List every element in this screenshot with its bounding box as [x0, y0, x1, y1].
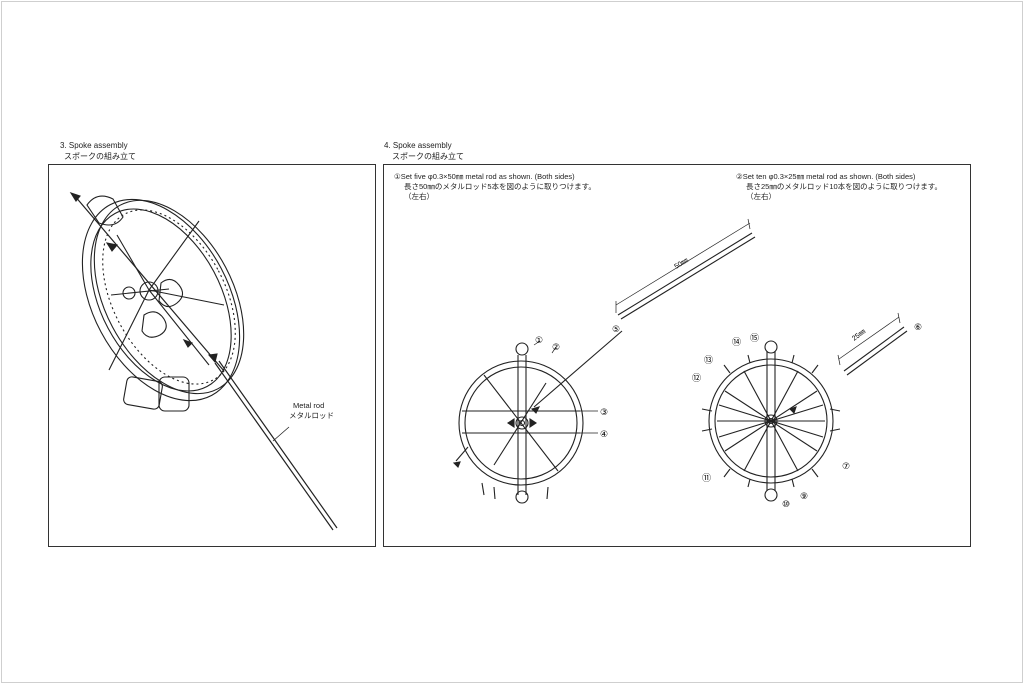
rod-50mm-dimension: 50㎜ [673, 257, 689, 271]
label-11: ⑪ [702, 473, 711, 484]
label-15: ⑮ [750, 333, 759, 344]
label-9: ⑨ [800, 492, 808, 502]
label-14: ⑭ [732, 337, 741, 348]
left-wheel [452, 330, 623, 504]
label-13: ⑬ [704, 355, 713, 366]
label-6: ⑥ [914, 323, 922, 333]
rod-25mm [837, 312, 908, 376]
label-5: ⑤ [612, 325, 620, 335]
section4-title: 4. Spoke assembly [384, 141, 452, 150]
right-wheel [701, 340, 841, 502]
wheel-perspective-illustration [69, 191, 338, 531]
label-12: ⑫ [692, 373, 701, 384]
section3-title-jp: スポークの組み立て [64, 152, 136, 161]
step2-both-sides-jp: （左右） [746, 192, 776, 201]
step2-instruction-en: ②Set ten φ0.3×25㎜ metal rod as shown. (B… [736, 172, 916, 181]
metal-rod-callout: Metal rod [293, 401, 325, 410]
label-4: ④ [600, 430, 608, 440]
spoke-installation-diagram: 50㎜ ① ② ③ ④ ⑤ [452, 218, 922, 510]
label-7: ⑦ [842, 462, 850, 472]
spoke-assembly-panel-3: Metal rod メタルロッド [48, 164, 376, 547]
label-2: ② [552, 343, 560, 353]
section4-title-jp: スポークの組み立て [392, 152, 464, 161]
spoke-assembly-panel-4: ①Set five φ0.3×50㎜ metal rod as shown. (… [383, 164, 971, 547]
step2-instruction-jp: 長さ25㎜のメタルロッド10本を図のように取りつけます。 [746, 182, 943, 191]
step1-instruction-jp: 長さ50㎜のメタルロッド5本を図のように取りつけます。 [404, 182, 596, 191]
step1-both-sides-jp: （左右） [404, 192, 434, 201]
section3-title: 3. Spoke assembly [60, 141, 128, 150]
rod-25mm-dimension: 25㎜ [851, 328, 867, 342]
label-10: ⑩ [782, 500, 790, 510]
rod-50mm [615, 218, 756, 320]
step1-instruction-en: ①Set five φ0.3×50㎜ metal rod as shown. (… [394, 172, 575, 181]
label-3: ③ [600, 408, 608, 418]
label-1: ① [535, 336, 543, 346]
metal-rod-callout-jp: メタルロッド [289, 411, 334, 420]
